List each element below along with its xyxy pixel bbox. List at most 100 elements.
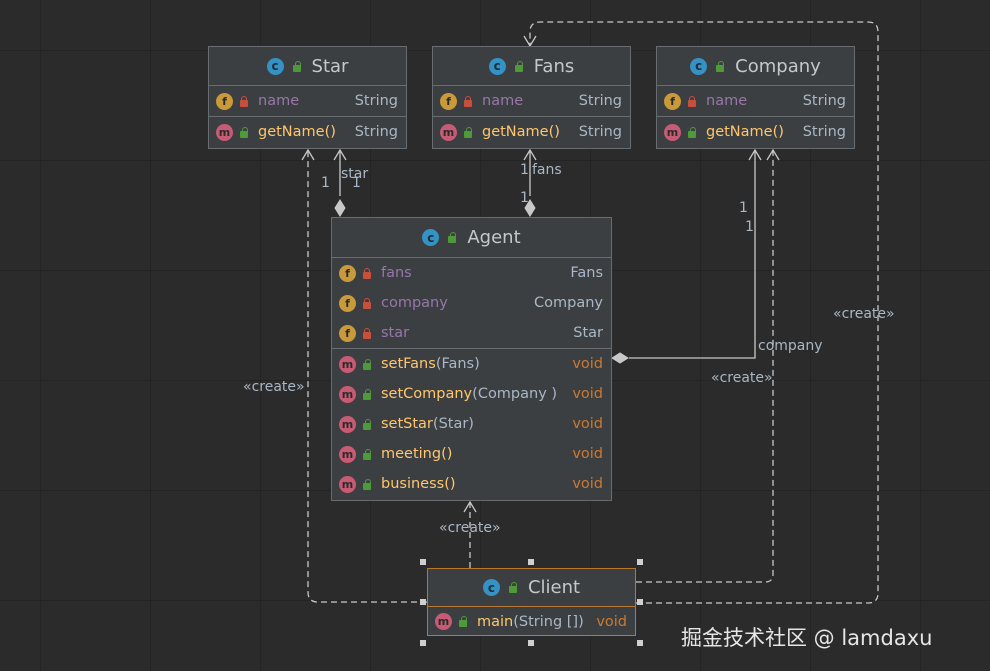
class-header: c Agent: [332, 218, 611, 258]
public-icon: [514, 60, 524, 72]
field-type: Fans: [570, 265, 603, 281]
agent-fans-composition: [523, 148, 537, 196]
resize-handle-e[interactable]: [637, 599, 643, 605]
resize-handle-n[interactable]: [528, 559, 534, 565]
company-diamond: [611, 352, 629, 364]
fans-multiplicity: 1: [520, 162, 529, 178]
resize-handle-sw[interactable]: [420, 640, 426, 646]
private-icon: [463, 95, 473, 107]
class-name: Company: [735, 55, 821, 77]
class-icon: c: [266, 57, 284, 75]
fans-diamond: [524, 199, 536, 217]
class-header: c Fans: [433, 47, 630, 86]
method-name: setCompany: [381, 386, 473, 402]
method-row: m setFans (Fans) void: [332, 349, 611, 379]
field-row: f name String: [433, 86, 630, 116]
field-name: company: [381, 295, 448, 311]
company-multiplicity: 1: [739, 200, 748, 216]
field-type: String: [578, 93, 622, 109]
method-params: (): [324, 124, 336, 140]
class-icon: c: [690, 57, 708, 75]
star-diamond: [334, 199, 346, 217]
method-row: m main (String []) void: [428, 607, 635, 636]
field-row: f company Company: [332, 288, 611, 318]
resize-handle-s[interactable]: [528, 640, 534, 646]
public-icon: [239, 126, 249, 138]
field-name: name: [482, 93, 524, 109]
methods-section: m getName () String: [657, 117, 854, 147]
resize-handle-nw[interactable]: [420, 559, 426, 565]
field-row: f star Star: [332, 318, 611, 348]
field-name: star: [381, 325, 410, 341]
class-star[interactable]: c Star f name String m getName () String: [208, 46, 407, 149]
field-type: String: [802, 93, 846, 109]
method-return-type: void: [596, 613, 627, 630]
method-return-type: void: [572, 356, 603, 372]
method-row: m setCompany (Company ) void: [332, 379, 611, 409]
public-icon: [508, 582, 518, 593]
field-name: name: [258, 93, 300, 109]
public-icon: [362, 448, 372, 460]
class-name: Agent: [467, 227, 521, 248]
class-fans[interactable]: c Fans f name String m getName () String: [432, 46, 631, 149]
watermark: 掘金技术社区 @ lamdaxu: [681, 626, 933, 650]
method-name: getName: [706, 124, 773, 140]
method-params: (Company ): [472, 386, 558, 402]
method-return-type: String: [354, 124, 398, 140]
star-role-label: star: [341, 166, 369, 182]
method-return-type: String: [578, 124, 622, 140]
method-row: m getName () String: [433, 117, 630, 147]
resize-handle-se[interactable]: [637, 640, 643, 646]
create-label-star: «create»: [243, 379, 305, 395]
method-name: setFans: [381, 356, 436, 372]
methods-section: m setFans (Fans) void m setCompany (Comp…: [332, 349, 611, 499]
fans-role-label: fans: [532, 162, 562, 178]
public-icon: [362, 358, 372, 370]
method-return-type: void: [572, 476, 603, 492]
class-icon: c: [482, 579, 500, 596]
field-icon: f: [440, 92, 457, 110]
public-icon: [362, 418, 372, 430]
fields-section: f fans Fans f company Company f star Sta…: [332, 258, 611, 349]
method-return-type: void: [572, 386, 603, 402]
client-company-create: [636, 150, 774, 583]
class-agent[interactable]: c Agent f fans Fans f company Company f …: [331, 217, 612, 501]
field-icon: f: [664, 92, 681, 110]
resize-handle-w[interactable]: [420, 599, 426, 605]
field-type: Star: [573, 325, 603, 341]
method-params: (): [441, 446, 453, 462]
class-company[interactable]: c Company f name String m getName () Str…: [656, 46, 855, 149]
private-icon: [362, 297, 372, 309]
methods-section: m getName () String: [433, 117, 630, 147]
agent-company-composition: [629, 148, 762, 359]
class-header: c Company: [657, 47, 854, 86]
fields-section: f name String: [433, 86, 630, 117]
method-icon: m: [664, 123, 681, 141]
class-client[interactable]: c Client m main (String []) void: [427, 568, 636, 636]
method-params: (Star): [432, 416, 474, 432]
private-icon: [362, 327, 372, 339]
fields-section: f name String: [657, 86, 854, 117]
methods-section: m main (String []) void: [428, 607, 635, 636]
method-row: m setStar (Star) void: [332, 409, 611, 439]
client-fans-create: [529, 21, 879, 604]
method-params: (): [772, 124, 784, 140]
method-row: m meeting () void: [332, 439, 611, 469]
methods-section: m getName () String: [209, 117, 406, 147]
method-name: main: [477, 613, 514, 630]
client-star-create: [307, 150, 427, 603]
class-header: c Client: [428, 569, 635, 607]
field-row: f name String: [209, 86, 406, 116]
class-name: Fans: [533, 55, 575, 77]
public-icon: [463, 126, 473, 138]
method-name: setStar: [381, 416, 433, 432]
method-params: (): [444, 476, 456, 492]
public-icon: [447, 232, 457, 243]
field-icon: f: [216, 92, 233, 110]
resize-handle-ne[interactable]: [637, 559, 643, 565]
company-role-label: company: [758, 338, 823, 354]
field-row: f fans Fans: [332, 258, 611, 288]
method-params: (): [548, 124, 560, 140]
star-multiplicity: 1: [321, 175, 330, 191]
